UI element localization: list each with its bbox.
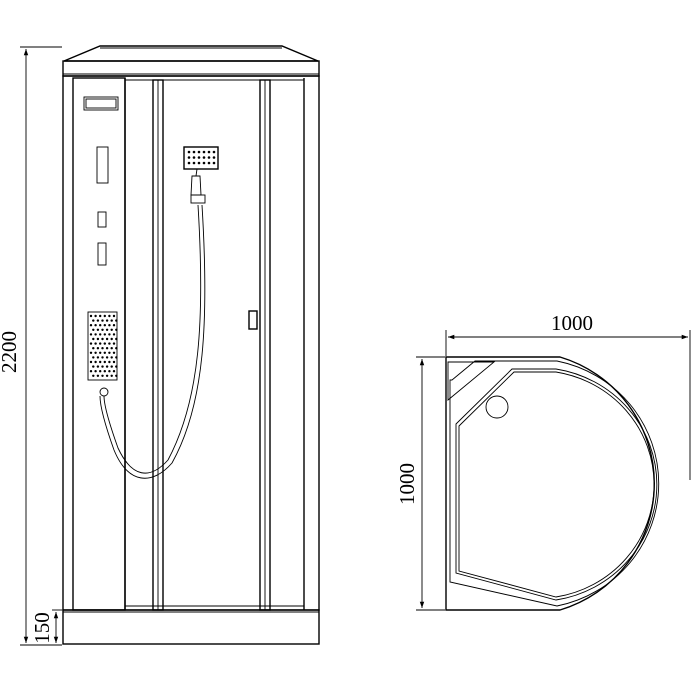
holder xyxy=(190,194,206,204)
panel-button-2 xyxy=(97,242,107,266)
speaker-grille xyxy=(87,311,118,381)
panel-display xyxy=(83,96,119,111)
hose-outlet xyxy=(99,387,109,397)
shower-hose xyxy=(103,204,202,474)
depth-dimension-label: 1000 xyxy=(395,463,419,505)
shower-head-nozzles xyxy=(187,150,216,165)
plan-view: 1000 1000 xyxy=(395,311,691,611)
height-dimension-label: 2200 xyxy=(0,331,21,373)
width-dimension-label: 1000 xyxy=(551,311,593,335)
base-dimension-label: 150 xyxy=(30,612,54,644)
cabin-base xyxy=(62,609,320,645)
tray-outline xyxy=(445,356,655,611)
tray-basin xyxy=(455,368,658,601)
panel-button-1 xyxy=(97,211,107,228)
drain-icon xyxy=(485,395,509,419)
panel-screen xyxy=(96,146,109,184)
door-handle xyxy=(248,310,258,330)
front-elevation: 2200 150 xyxy=(0,45,320,646)
